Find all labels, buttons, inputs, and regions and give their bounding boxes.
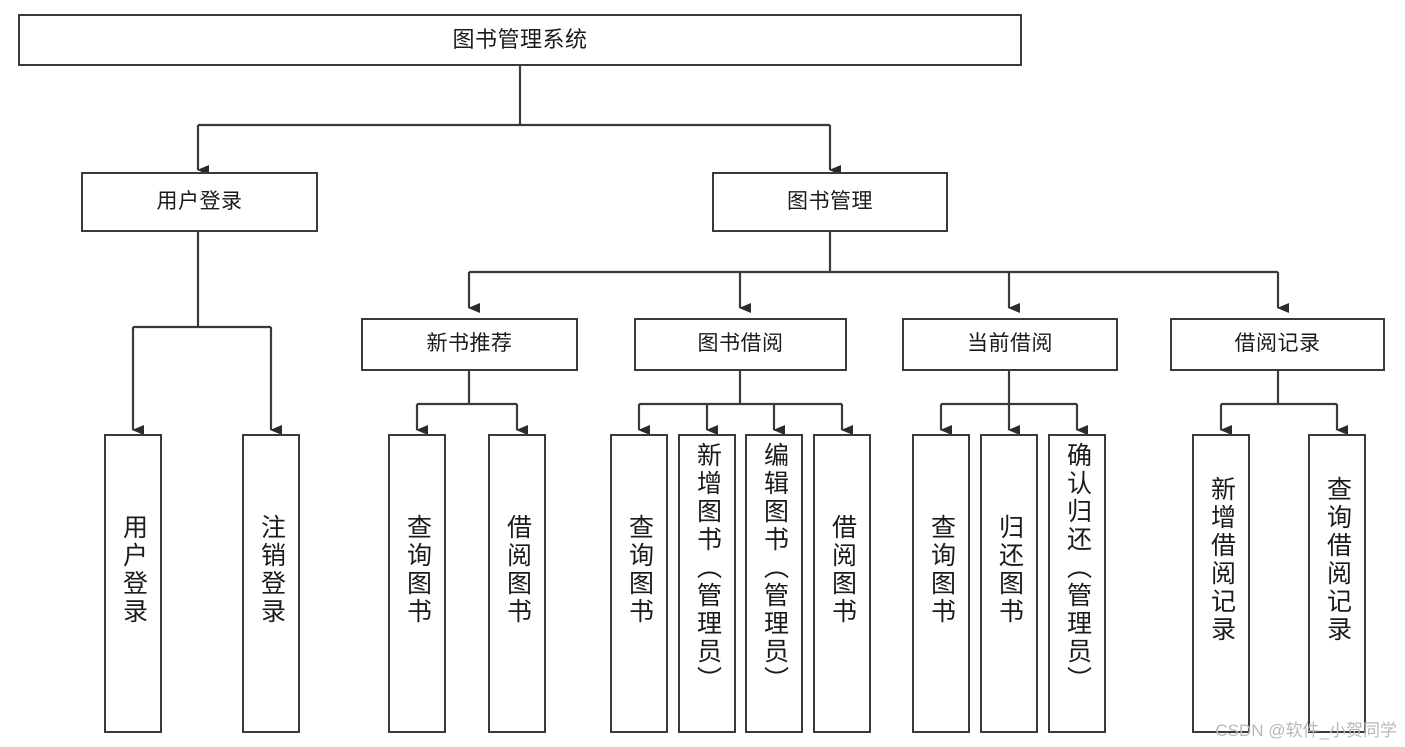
node-leaf-confirm-return-label: 确认归还（管理员） bbox=[1063, 442, 1092, 694]
node-leaf-confirm-return[interactable]: 确认归还（管理员） bbox=[1048, 434, 1106, 733]
node-leaf-query-book-1-label: 查询图书 bbox=[403, 514, 432, 626]
node-user-login-label: 用户登录 bbox=[156, 189, 243, 213]
node-leaf-query-record[interactable]: 查询借阅记录 bbox=[1308, 434, 1366, 733]
node-leaf-logout-login-label: 注销登录 bbox=[257, 514, 286, 626]
node-leaf-return-book-label: 归还图书 bbox=[995, 514, 1024, 626]
node-leaf-borrow-book-2[interactable]: 借阅图书 bbox=[813, 434, 871, 733]
node-book-borrow[interactable]: 图书借阅 bbox=[634, 318, 847, 371]
node-leaf-logout-login[interactable]: 注销登录 bbox=[242, 434, 300, 733]
node-leaf-add-record[interactable]: 新增借阅记录 bbox=[1192, 434, 1250, 733]
node-leaf-add-book-label: 新增图书（管理员） bbox=[693, 442, 722, 694]
node-borrow-record-label: 借阅记录 bbox=[1234, 332, 1321, 356]
node-leaf-borrow-book-1[interactable]: 借阅图书 bbox=[488, 434, 546, 733]
node-book-manage-label: 图书管理 bbox=[787, 189, 873, 213]
node-current-borrow[interactable]: 当前借阅 bbox=[902, 318, 1118, 371]
node-leaf-edit-book[interactable]: 编辑图书（管理员） bbox=[745, 434, 803, 733]
node-leaf-add-book[interactable]: 新增图书（管理员） bbox=[678, 434, 736, 733]
node-leaf-user-login[interactable]: 用户登录 bbox=[104, 434, 162, 733]
node-new-book-rec-label: 新书推荐 bbox=[426, 332, 513, 356]
node-root[interactable]: 图书管理系统 bbox=[18, 14, 1022, 66]
node-leaf-query-book-2-label: 查询图书 bbox=[625, 514, 654, 626]
node-book-borrow-label: 图书借阅 bbox=[697, 332, 784, 356]
node-new-book-rec[interactable]: 新书推荐 bbox=[361, 318, 578, 371]
node-leaf-query-book-3-label: 查询图书 bbox=[927, 514, 956, 626]
node-leaf-query-book-2[interactable]: 查询图书 bbox=[610, 434, 668, 733]
node-leaf-edit-book-label: 编辑图书（管理员） bbox=[760, 442, 789, 694]
node-user-login[interactable]: 用户登录 bbox=[81, 172, 318, 232]
node-leaf-query-record-label: 查询借阅记录 bbox=[1323, 476, 1352, 644]
node-root-label: 图书管理系统 bbox=[452, 27, 588, 53]
node-leaf-user-login-label: 用户登录 bbox=[119, 514, 148, 626]
node-borrow-record[interactable]: 借阅记录 bbox=[1170, 318, 1385, 371]
node-leaf-query-book-1[interactable]: 查询图书 bbox=[388, 434, 446, 733]
node-leaf-query-book-3[interactable]: 查询图书 bbox=[912, 434, 970, 733]
node-book-manage[interactable]: 图书管理 bbox=[712, 172, 948, 232]
node-leaf-borrow-book-2-label: 借阅图书 bbox=[828, 514, 857, 626]
node-current-borrow-label: 当前借阅 bbox=[967, 332, 1053, 356]
node-leaf-return-book[interactable]: 归还图书 bbox=[980, 434, 1038, 733]
node-leaf-add-record-label: 新增借阅记录 bbox=[1207, 476, 1236, 644]
node-leaf-borrow-book-1-label: 借阅图书 bbox=[503, 514, 532, 626]
